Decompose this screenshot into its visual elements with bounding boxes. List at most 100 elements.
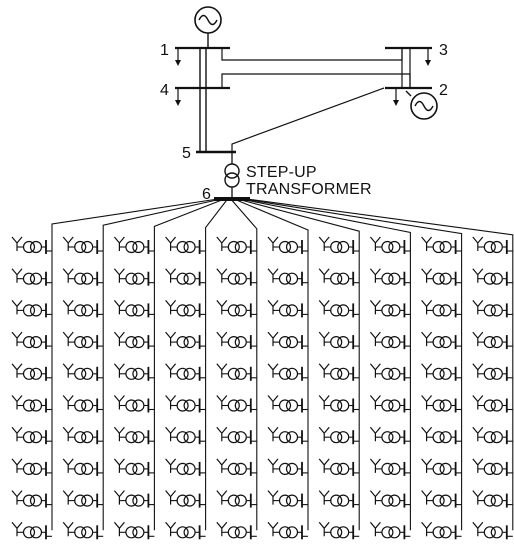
- transformer-winding-icon: [29, 431, 43, 444]
- transformer-winding-icon: [22, 399, 36, 412]
- turbine-icon: [113, 395, 125, 410]
- turbine-icon: [267, 236, 279, 251]
- turbine-icon: [318, 300, 330, 315]
- turbine-icon: [165, 331, 177, 347]
- turbine-icon: [113, 426, 125, 442]
- transformer-winding-icon: [381, 367, 394, 380]
- transmission-lines: [199, 48, 411, 152]
- turbine-icon: [267, 300, 279, 315]
- transformer-winding-icon: [381, 304, 394, 317]
- transformer-winding-icon: [285, 431, 299, 444]
- transformer-winding-icon: [81, 399, 94, 412]
- wind-turbine-unit: [472, 426, 513, 445]
- wind-turbine-array: [11, 236, 513, 540]
- wind-turbine-unit: [11, 268, 52, 286]
- transformer-winding-icon: [125, 399, 138, 412]
- transformer-winding-icon: [132, 240, 145, 254]
- bus-label-4: 4: [160, 82, 169, 99]
- transformer-winding-icon: [278, 240, 292, 254]
- wind-turbine-unit: [267, 300, 308, 318]
- wind-turbine-unit: [369, 521, 411, 540]
- wind-turbine-unit: [318, 268, 360, 286]
- transformer-winding-icon: [490, 240, 503, 254]
- wind-turbine-unit: [62, 300, 104, 318]
- transformer-winding-icon: [176, 272, 189, 285]
- wind-turbine-unit: [369, 395, 411, 413]
- turbine-icon: [421, 521, 433, 537]
- transformer-winding-icon: [330, 240, 343, 254]
- turbine-icon: [318, 331, 330, 347]
- turbine-icon: [216, 268, 228, 283]
- wind-turbine-unit: [318, 236, 360, 254]
- transformer-winding-icon: [227, 526, 240, 539]
- transformer-winding-icon: [285, 336, 299, 349]
- wind-turbine-unit: [369, 236, 411, 254]
- wind-turbine-unit: [11, 300, 52, 318]
- transformer-winding-icon: [227, 399, 240, 412]
- load-arrows: [175, 48, 431, 106]
- transformer-winding-icon: [183, 367, 196, 380]
- transformer-winding-icon: [432, 526, 445, 539]
- transformer-winding-icon: [278, 431, 292, 444]
- transformer-winding-icon: [22, 240, 36, 254]
- transformer-winding-icon: [337, 336, 350, 349]
- transformer-winding-icon: [74, 526, 87, 539]
- wind-turbine-unit: [421, 268, 462, 286]
- wind-turbine-unit: [113, 426, 155, 445]
- transformer-winding-icon: [381, 240, 394, 254]
- turbine-icon: [318, 521, 330, 537]
- transformer-winding-icon: [234, 272, 247, 285]
- wind-turbine-unit: [62, 363, 104, 381]
- wind-turbine-unit: [267, 331, 308, 350]
- transformer-winding-icon: [490, 272, 503, 285]
- turbine-icon: [369, 236, 381, 251]
- wind-turbine-unit: [11, 395, 52, 413]
- transformer-winding-icon: [132, 431, 145, 444]
- transformer-winding-icon: [439, 304, 452, 317]
- transformer-winding-icon: [432, 462, 445, 475]
- transformer-winding-icon: [74, 399, 87, 412]
- transformer-winding-icon: [22, 526, 36, 539]
- turbine-icon: [421, 363, 433, 378]
- turbine-icon: [421, 490, 433, 505]
- turbine-icon: [472, 490, 484, 505]
- wind-turbine-unit: [318, 363, 360, 381]
- turbine-icon: [267, 268, 279, 283]
- bus-label-6: 6: [202, 186, 211, 203]
- transformer-winding-icon: [183, 494, 196, 507]
- turbine-icon: [113, 490, 125, 505]
- turbine-icon: [216, 426, 228, 442]
- transformer-winding-icon: [388, 336, 401, 349]
- turbine-icon: [421, 268, 433, 283]
- wind-turbine-unit: [369, 300, 411, 318]
- transformer-winding-icon: [388, 240, 401, 254]
- feeder-line: [153, 198, 225, 531]
- wind-turbine-unit: [369, 268, 411, 286]
- transformer-winding-icon: [388, 399, 401, 412]
- transformer-winding-icon: [125, 304, 138, 317]
- transformer-winding-icon: [29, 462, 43, 475]
- wind-turbine-unit: [267, 363, 308, 381]
- wind-turbine-unit: [62, 268, 104, 286]
- transformer-winding-icon: [227, 367, 240, 380]
- transformer-winding-icon: [183, 240, 196, 254]
- transformer-winding-icon: [381, 526, 394, 539]
- turbine-icon: [472, 521, 484, 537]
- turbine-icon: [472, 395, 484, 410]
- turbine-icon: [216, 300, 228, 315]
- transformer-winding-icon: [337, 399, 350, 412]
- wind-turbine-unit: [62, 490, 104, 508]
- transformer-winding-icon: [388, 304, 401, 317]
- turbine-icon: [472, 426, 484, 442]
- wind-turbine-unit: [113, 521, 155, 540]
- turbine-icon: [165, 395, 177, 410]
- transformer-winding-icon: [183, 399, 196, 412]
- transformer-winding-icon: [125, 367, 138, 380]
- turbine-icon: [11, 490, 23, 505]
- transformer-winding-icon: [176, 431, 189, 444]
- transformer-winding-icon: [330, 304, 343, 317]
- wind-turbine-unit: [472, 236, 513, 254]
- transformer-winding-icon: [285, 399, 299, 412]
- transformer-winding-icon: [388, 526, 401, 539]
- transformer-winding-icon: [22, 336, 36, 349]
